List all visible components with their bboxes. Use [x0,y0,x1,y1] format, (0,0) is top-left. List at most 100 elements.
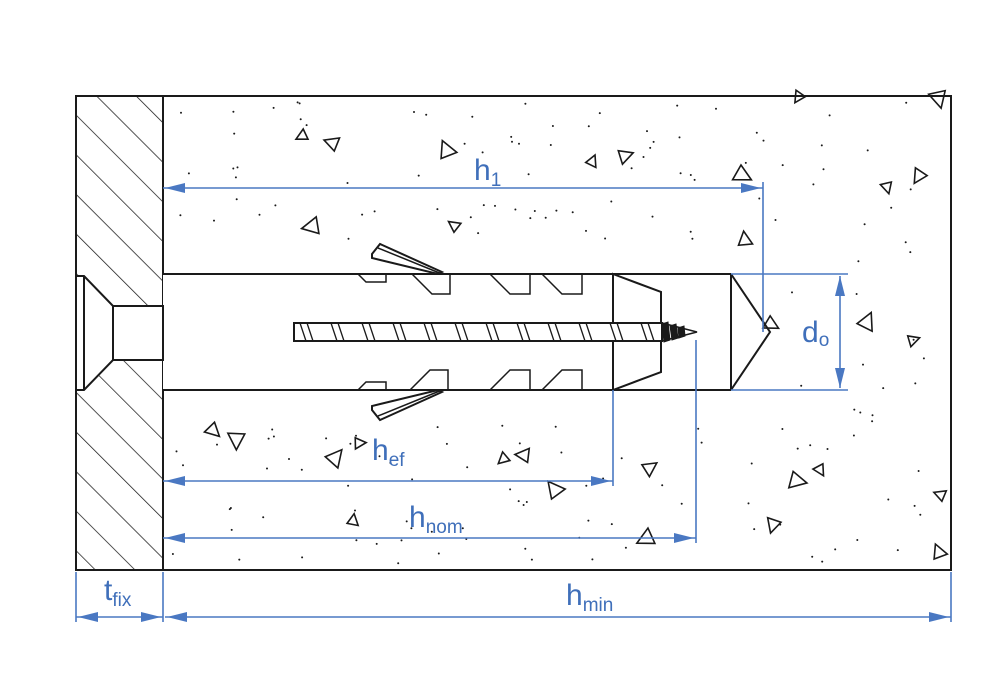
speckle [267,437,270,440]
speckle [549,144,552,146]
speckle [750,462,753,465]
speckle [913,504,916,507]
aggregate-triangle [513,447,531,464]
aggregate-triangle [737,229,754,247]
dimension-hef: hef [163,390,614,486]
svg-text:tfix: tfix [104,574,132,611]
speckle [300,468,303,471]
speckle [469,216,472,219]
speckle [571,211,574,214]
do-label: d [802,316,819,349]
speckle [216,443,218,446]
speckle [747,502,750,505]
speckle [305,124,308,127]
screw-thread [492,322,500,342]
speckle [347,484,350,487]
speckle [715,107,717,110]
speckle [649,146,652,149]
speckle [413,111,415,113]
speckle [914,382,917,385]
speckle [828,114,831,117]
speckle [471,115,474,118]
speckle [882,387,885,390]
speckle [680,502,683,505]
screw-thread [361,322,369,342]
screw-thread [461,322,469,342]
aggregate-triangle [855,310,873,333]
speckle [179,214,182,217]
speckle [853,408,856,411]
aggregate-triangle [322,137,341,153]
screw [293,321,698,343]
speckle [527,173,530,176]
speckle [646,130,648,133]
speckle [425,113,428,116]
speckle [301,556,304,559]
speckle [678,136,681,139]
speckle [781,428,784,430]
speckle [375,542,378,545]
screw-thread [523,322,531,342]
aggregate-triangle [497,450,512,465]
aggregate-triangle [440,138,459,160]
speckle [604,237,607,240]
aggregate-triangle [731,163,753,181]
speckle [753,528,756,531]
speckle [232,167,235,170]
speckle [361,213,364,216]
screw-thread [392,322,400,342]
speckle [856,539,859,541]
screw-thread [306,322,314,342]
speckle [871,414,874,417]
hef-label: h [372,434,389,467]
aggregate-triangle [323,448,343,470]
aggregate-triangle [766,516,783,535]
speckle [585,229,587,232]
speckle [890,206,893,209]
svg-text:do: do [802,316,829,351]
speckle [774,219,777,221]
speckle [524,547,527,550]
speckle [466,466,469,469]
aggregate-triangle [927,89,947,110]
speckle [262,516,265,519]
aggregate-triangle [202,420,221,438]
screw-thread [616,322,624,342]
dimension-h1: h1 [163,154,764,332]
speckle [855,293,858,295]
speckle [821,560,824,563]
speckle [347,237,350,240]
speckle [373,210,376,213]
speckle [266,467,268,470]
speckle [518,442,521,445]
speckle [909,251,912,254]
aggregate-triangle [787,469,809,489]
speckle [182,464,184,467]
speckle [430,530,433,533]
speckle [378,455,381,458]
speckle [598,112,601,115]
speckle [791,291,793,294]
dimension-hmin: hmin [165,572,952,622]
speckle [349,442,352,445]
screw-thread [609,322,617,342]
speckle [852,434,855,437]
speckle [652,140,655,143]
screw-thread [647,322,655,342]
speckle [389,461,392,464]
hef-subscript: ef [389,450,406,471]
speckle [236,166,239,169]
speckle [781,164,784,167]
screw-thread [299,322,307,342]
aggregate-triangle [584,153,597,169]
speckle [811,555,814,558]
speckle [461,527,464,530]
speckle [812,183,815,186]
speckle [494,204,496,207]
speckle [411,478,414,481]
aggregate-triangle [354,436,368,451]
aggregate-triangle [913,166,929,185]
hnom-label: h [409,501,426,534]
speckle [477,232,480,235]
do-subscript: o [819,330,830,351]
